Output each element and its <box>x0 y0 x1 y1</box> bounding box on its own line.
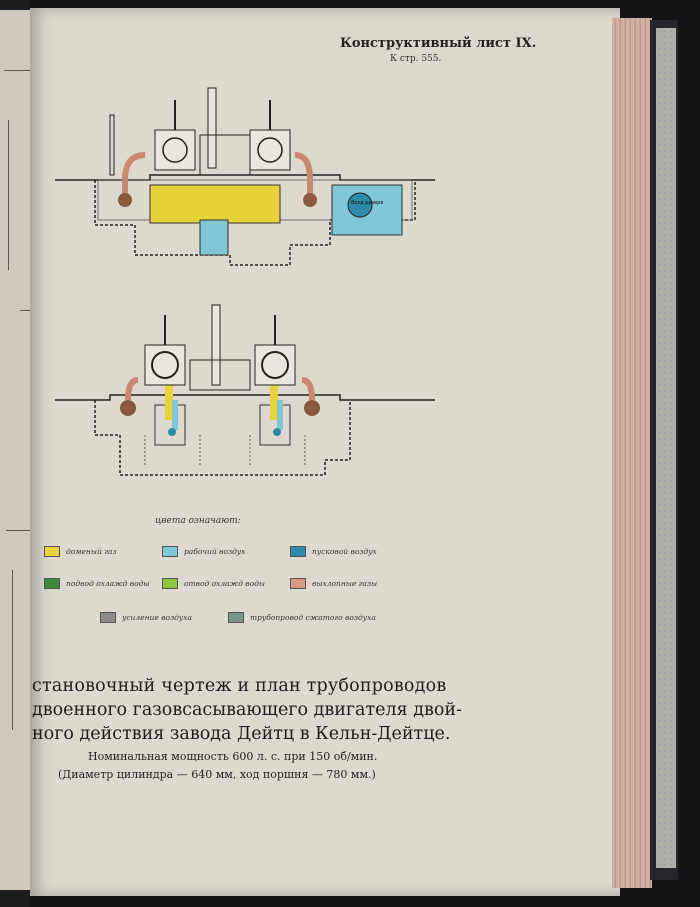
legend-label: рабочий воздух <box>184 547 246 556</box>
legend-swatch <box>44 546 60 557</box>
legend-item: доменый газ <box>44 546 117 557</box>
book-page <box>30 8 620 896</box>
legend-label: подвод охлажд воды <box>66 579 150 588</box>
legend-label: отвод охлажд воды <box>184 579 266 588</box>
legend-swatch <box>44 578 60 589</box>
legend-label: пусковой воздух <box>312 547 377 556</box>
legend-swatch <box>228 612 244 623</box>
legend-item: рабочий воздух <box>162 546 245 557</box>
legend-item: отвод охлажд воды <box>162 578 265 589</box>
page-reference: К стр. 555. <box>390 54 442 64</box>
lower-section-drawing <box>55 304 435 476</box>
legend-item: выхлопные газы <box>290 578 377 589</box>
caption-line-2: двоенного газовсасывающего двигателя дво… <box>32 700 462 720</box>
legend-label: трубопровод сжатого воздуха <box>250 613 376 622</box>
reserve-label: Возд резерв <box>351 200 383 206</box>
cylinder-dimensions-text: (Диаметр цилиндра — 640 мм, ход поршня —… <box>58 768 376 781</box>
legend-label: выхлопные газы <box>312 579 378 588</box>
legend-swatch <box>290 578 306 589</box>
legend-item: пусковой воздух <box>290 546 377 557</box>
upper-section-drawing: Возд резерв <box>55 87 435 266</box>
legend-swatch <box>290 546 306 557</box>
sheet-title: Конструктивный лист IX. <box>340 36 537 51</box>
rated-power-text: Номинальная мощность 600 л. с. при 150 о… <box>88 750 378 763</box>
caption-line-1: становочный чертеж и план трубопроводов <box>32 676 447 696</box>
engine-drawing: Возд резерв <box>55 87 435 476</box>
page-edges <box>612 18 652 888</box>
legend-swatch <box>162 546 178 557</box>
legend-item: трубопровод сжатого воздуха <box>228 612 376 623</box>
legend-item: усиление воздуха <box>100 612 192 623</box>
legend-item: подвод охлажд воды <box>44 578 150 589</box>
caption-line-3: ного действия завода Дейтц в Кельн-Дейтц… <box>32 724 451 744</box>
legend-swatch <box>162 578 178 589</box>
legend-title: цвета означают: <box>155 516 241 526</box>
cover-label-strip <box>656 28 676 868</box>
legend-swatch <box>100 612 116 623</box>
legend-label: доменый газ <box>66 547 117 556</box>
legend-label: усиление воздуха <box>122 613 192 622</box>
